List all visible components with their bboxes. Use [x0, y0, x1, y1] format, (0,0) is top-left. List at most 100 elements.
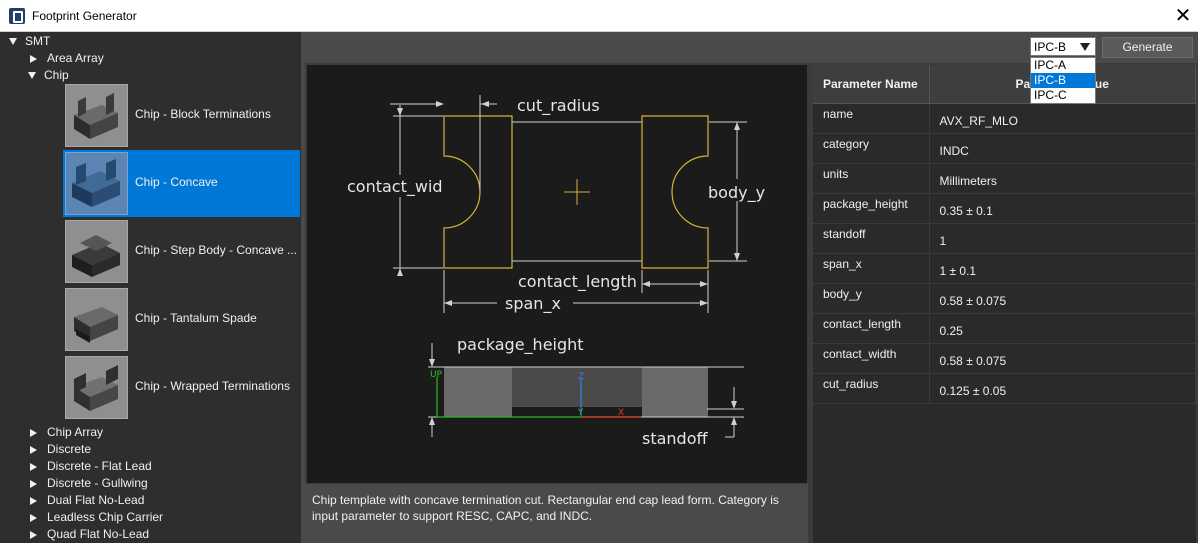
param-value[interactable]: 0.58 ± 0.075	[929, 343, 1196, 374]
chip-item-label: Chip - Concave	[135, 175, 218, 189]
tree-item-label: Discrete - Flat Lead	[47, 459, 152, 473]
collapse-arrow-icon[interactable]	[30, 445, 37, 454]
table-row[interactable]: contact_length 0.25	[813, 313, 1196, 344]
table-row[interactable]: name AVX_RF_MLO	[813, 103, 1196, 134]
axis-y-label: Y	[577, 408, 584, 418]
app-icon	[9, 8, 25, 24]
param-value[interactable]: 0.25	[929, 313, 1196, 344]
collapse-arrow-icon[interactable]	[30, 479, 37, 488]
component-tree: SMT Area Array Chip Chip - Block Termina…	[0, 32, 301, 543]
label-contact-length: contact_length	[518, 272, 637, 292]
collapse-arrow-icon[interactable]	[30, 496, 37, 505]
table-row[interactable]: body_y 0.58 ± 0.075	[813, 283, 1196, 314]
tree-item-label: Chip Array	[47, 425, 104, 439]
collapse-arrow-icon[interactable]	[30, 428, 37, 437]
axis-up-label: UP	[430, 370, 443, 380]
param-value[interactable]: AVX_RF_MLO	[929, 103, 1196, 134]
param-name: cut_radius	[813, 373, 930, 404]
density-option-ipc-b[interactable]: IPC-B	[1031, 73, 1095, 88]
sidebar-scrollbar[interactable]	[301, 32, 305, 543]
column-header-name[interactable]: Parameter Name	[813, 65, 930, 104]
tree-item-quad-flat-no-lead[interactable]: Quad Flat No-Lead	[30, 526, 149, 543]
table-row[interactable]: category INDC	[813, 133, 1196, 164]
tree-item-label: Dual Flat No-Lead	[47, 493, 145, 507]
chip-thumbnail	[65, 288, 128, 351]
label-body-y: body_y	[708, 183, 765, 203]
generate-button[interactable]: Generate	[1102, 37, 1193, 58]
tree-item-dual-flat-no-lead[interactable]: Dual Flat No-Lead	[30, 492, 144, 509]
table-row[interactable]: standoff 1	[813, 223, 1196, 254]
param-value[interactable]: Millimeters	[929, 163, 1196, 194]
table-row[interactable]: span_x 1 ± 0.1	[813, 253, 1196, 284]
footprint-diagram: cut_radius contact_wid body_y contact_le…	[307, 65, 807, 483]
chip-item-concave[interactable]: Chip - Concave	[63, 150, 300, 217]
chip-item-step-body-concave[interactable]: Chip - Step Body - Concave ...	[63, 218, 300, 285]
label-contact-wid: contact_wid	[347, 177, 443, 197]
param-value[interactable]: 0.58 ± 0.075	[929, 283, 1196, 314]
tree-item-leadless-chip-carrier[interactable]: Leadless Chip Carrier	[30, 509, 163, 526]
table-row[interactable]: package_height 0.35 ± 0.1	[813, 193, 1196, 224]
table-row[interactable]: units Millimeters	[813, 163, 1196, 194]
side-body	[512, 367, 642, 407]
tree-item-discrete[interactable]: Discrete	[30, 441, 91, 458]
tree-item-smt[interactable]: SMT	[9, 33, 50, 50]
table-header-row: Parameter Name Parameter Value	[813, 65, 1196, 104]
label-cut-radius: cut_radius	[517, 96, 600, 116]
param-name: units	[813, 163, 930, 194]
label-standoff: standoff	[642, 429, 709, 448]
expand-arrow-icon[interactable]	[9, 38, 17, 46]
table-row[interactable]: contact_width 0.58 ± 0.075	[813, 343, 1196, 374]
chip-item-block-terminations[interactable]: Chip - Block Terminations	[63, 82, 300, 149]
density-option-ipc-a[interactable]: IPC-A	[1034, 58, 1067, 72]
chip-thumbnail	[65, 152, 128, 215]
tree-item-chip-array[interactable]: Chip Array	[30, 424, 103, 441]
axis-x-label: X	[618, 408, 624, 418]
tree-item-chip[interactable]: Chip	[28, 67, 69, 84]
chip-item-tantalum-spade[interactable]: Chip - Tantalum Spade	[63, 286, 300, 353]
param-value[interactable]: 0.35 ± 0.1	[929, 193, 1196, 224]
collapse-arrow-icon[interactable]	[30, 54, 37, 63]
density-option-ipc-c[interactable]: IPC-C	[1034, 88, 1067, 102]
param-value[interactable]: INDC	[929, 133, 1196, 164]
tree-item-label: Leadless Chip Carrier	[47, 510, 164, 524]
density-select[interactable]: IPC-B	[1030, 37, 1096, 56]
param-name: name	[813, 103, 930, 134]
pane-splitter[interactable]	[808, 63, 812, 543]
param-name: standoff	[813, 223, 930, 254]
chevron-down-icon[interactable]	[1080, 43, 1090, 51]
chip-item-wrapped-terminations[interactable]: Chip - Wrapped Terminations	[63, 354, 300, 421]
collapse-arrow-icon[interactable]	[30, 462, 37, 471]
tree-item-label: Quad Flat No-Lead	[47, 527, 150, 541]
collapse-arrow-icon[interactable]	[30, 513, 37, 522]
tree-item-label: Chip	[44, 68, 69, 82]
label-span-x: span_x	[505, 294, 561, 314]
table-row[interactable]: cut_radius 0.125 ± 0.05	[813, 373, 1196, 404]
tree-item-label: Area Array	[47, 51, 104, 65]
chip-item-label: Chip - Wrapped Terminations	[135, 379, 290, 393]
param-name: span_x	[813, 253, 930, 284]
param-name: contact_length	[813, 313, 930, 344]
collapse-arrow-icon[interactable]	[30, 530, 37, 539]
density-select-value: IPC-B	[1034, 40, 1067, 54]
chip-item-label: Chip - Step Body - Concave ...	[135, 243, 298, 257]
param-name: package_height	[813, 193, 930, 224]
window-title: Footprint Generator	[32, 9, 137, 23]
axis-z-label: Z	[578, 372, 584, 382]
chip-item-label: Chip - Block Terminations	[135, 107, 271, 121]
tree-item-area-array[interactable]: Area Array	[30, 50, 104, 67]
tree-item-label: Discrete - Gullwing	[47, 476, 148, 490]
expand-arrow-icon[interactable]	[28, 72, 36, 80]
param-value[interactable]: 0.125 ± 0.05	[929, 373, 1196, 404]
param-name: body_y	[813, 283, 930, 314]
label-package-height: package_height	[457, 335, 584, 355]
chip-thumbnail	[65, 84, 128, 147]
param-name: category	[813, 133, 930, 164]
chip-thumbnail	[65, 356, 128, 419]
tree-item-discrete-flat-lead[interactable]: Discrete - Flat Lead	[30, 458, 152, 475]
tree-item-discrete-gullwing[interactable]: Discrete - Gullwing	[30, 475, 148, 492]
param-value[interactable]: 1	[929, 223, 1196, 254]
close-icon[interactable]: ✕	[1174, 3, 1192, 27]
right-contact-pad	[641, 115, 709, 269]
chip-thumbnail	[65, 220, 128, 283]
param-value[interactable]: 1 ± 0.1	[929, 253, 1196, 284]
